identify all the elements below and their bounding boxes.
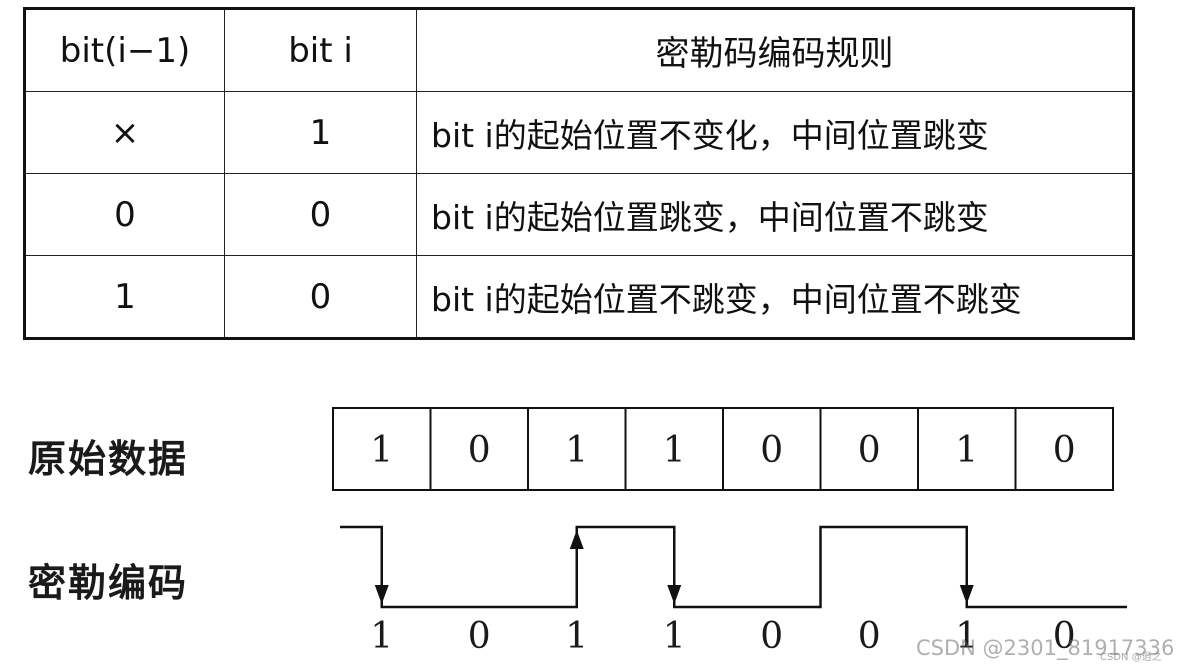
raw-bit-label: 0 xyxy=(468,430,491,471)
waveform-line xyxy=(340,525,1127,609)
raw-bit-cell xyxy=(1014,407,1114,491)
table-header-row: bit(i−1) bit i 密勒码编码规则 xyxy=(24,8,1134,92)
raw-bit-label: 1 xyxy=(370,430,393,471)
raw-bit-cell xyxy=(624,407,724,491)
raw-data-label: 原始数据 xyxy=(28,436,189,481)
raw-bit-label: 1 xyxy=(663,430,686,471)
down-arrow-icon xyxy=(667,585,682,604)
encoded-bit-label: 1 xyxy=(370,616,393,657)
raw-bit-cell xyxy=(917,407,1017,491)
encoded-bit-label: 1 xyxy=(663,616,686,657)
cell-prev-bit: × xyxy=(24,91,225,174)
raw-bit-cell xyxy=(332,407,432,491)
raw-bit-label: 1 xyxy=(565,430,588,471)
down-arrow-icon xyxy=(374,585,389,604)
cell-current-bit: 1 xyxy=(224,91,417,174)
down-arrow-icon xyxy=(959,585,974,604)
header-current-bit: bit i xyxy=(224,8,417,92)
raw-bit-label: 0 xyxy=(1053,430,1076,471)
table-row: 0 0 bit i的起始位置跳变，中间位置不跳变 xyxy=(24,173,1134,256)
encoded-bit-label: 1 xyxy=(955,616,978,657)
raw-bit-label: 0 xyxy=(760,430,783,471)
header-rule: 密勒码编码规则 xyxy=(416,8,1134,92)
manchester-rules-table: bit(i−1) bit i 密勒码编码规则 × 1 bit i的起始位置不变化… xyxy=(23,7,1135,340)
raw-bit-cell xyxy=(722,407,822,491)
raw-bit-label: 1 xyxy=(955,430,978,471)
encoded-bit-label: 1 xyxy=(565,616,588,657)
table-row: × 1 bit i的起始位置不变化，中间位置跳变 xyxy=(24,91,1134,174)
watermark: CSDN @2301_81917336 xyxy=(916,636,1175,660)
cell-prev-bit: 1 xyxy=(24,255,225,339)
raw-bit-cell xyxy=(429,407,529,491)
encoded-bit-label: 0 xyxy=(468,616,491,657)
watermark-small: CSDN @逍之 xyxy=(1100,652,1162,663)
encoded-bit-labels: 1 0 1 1 0 0 1 0 xyxy=(370,616,1075,657)
cell-current-bit: 0 xyxy=(224,255,417,339)
encoded-bit-label: 0 xyxy=(858,616,881,657)
raw-bit-label: 0 xyxy=(858,430,881,471)
miller-code-label: 密勒编码 xyxy=(28,560,189,605)
up-arrow-icon xyxy=(569,530,584,549)
encoded-bit-label: 0 xyxy=(1053,616,1076,657)
cell-rule: bit i的起始位置不跳变，中间位置不跳变 xyxy=(416,255,1134,339)
raw-bit-cell xyxy=(819,407,919,491)
encoded-bit-label: 0 xyxy=(760,616,783,657)
table-row: 1 0 bit i的起始位置不跳变，中间位置不跳变 xyxy=(24,255,1134,339)
raw-data-cells: 1 0 1 1 0 0 1 0 xyxy=(332,407,1114,491)
cell-rule: bit i的起始位置跳变，中间位置不跳变 xyxy=(416,173,1134,256)
miller-waveform xyxy=(340,525,1127,609)
header-prev-bit: bit(i−1) xyxy=(24,8,225,92)
cell-rule: bit i的起始位置不变化，中间位置跳变 xyxy=(416,91,1134,174)
